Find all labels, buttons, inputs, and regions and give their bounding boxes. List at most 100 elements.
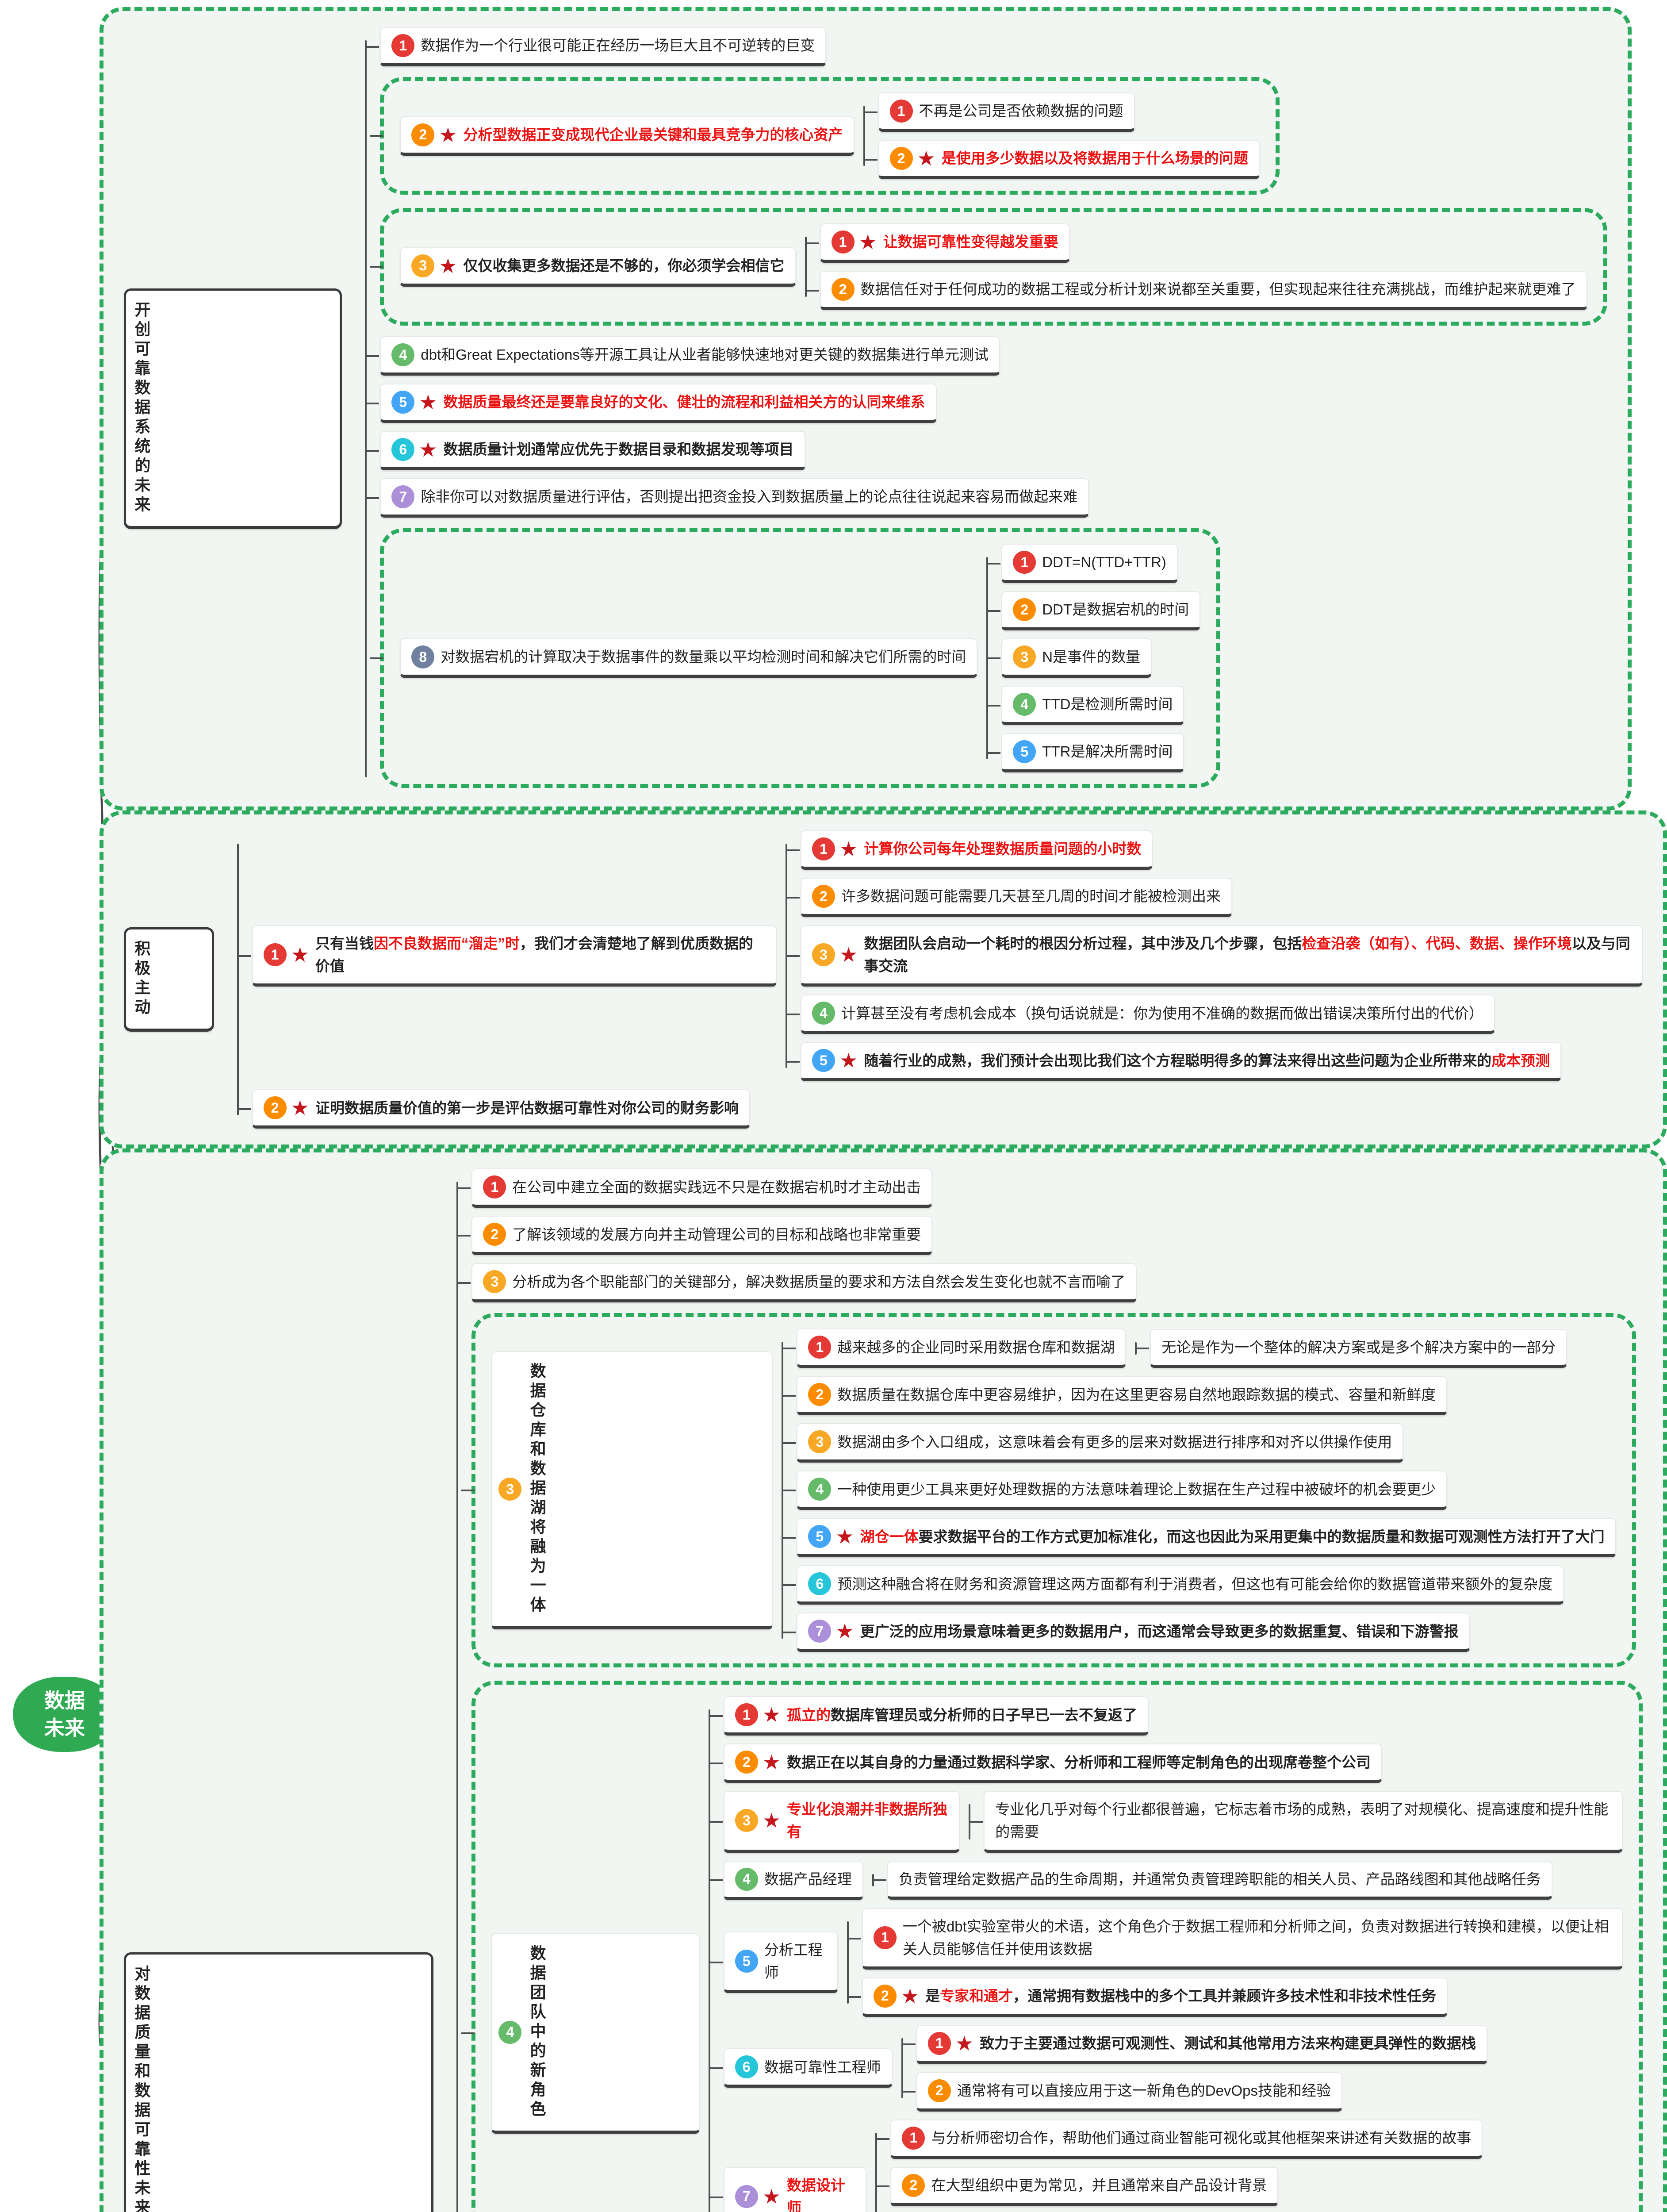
number-badge: 1 [391, 34, 415, 57]
branch-label-text: 对数据质量和数据可靠性未来的预测 [132, 1965, 151, 2212]
node-row: 5★湖仓一体要求数据平台的工作方式更加标准化，而这也因此为采用更集中的数据质量和… [782, 1518, 1616, 1558]
node-box: 1★致力于主要通过数据可观测性、测试和其他常用方法来构建更具弹性的数据栈 [916, 2024, 1488, 2064]
number-badge: 4 [391, 343, 415, 366]
node-text: 让数据可靠性变得越发重要 [883, 234, 1058, 250]
node-text: 致力于主要通过数据可观测性、测试和其他常用方法来构建更具弹性的数据栈 [980, 2035, 1476, 2052]
node-row: 3★专业化浪潮并非数据所独有专业化几乎对每个行业都很普遍，它标志着市场的成熟，表… [709, 1791, 1623, 1853]
star-icon: ★ [419, 391, 437, 414]
node-text: 数据质量最终还是要靠良好的文化、健壮的流程和利益相关方的认同来维系 [443, 394, 925, 411]
node-box: 1★只有当钱因不良数据而“溜走”时，我们才会清楚地了解到优质数据的价值 [252, 925, 777, 987]
node-row: 无论是作为一个整体的解决方案或是多个解决方案中的一部分 [1136, 1329, 1567, 1368]
node-box: 1 数据作为一个行业很可能正在经历一场巨大且不可逆转的巨变 [380, 27, 827, 66]
star-icon: ★ [762, 1809, 781, 1832]
node-box: 1★让数据可靠性变得越发重要 [820, 223, 1070, 263]
node-text: 专业化浪潮并非数据所独有 [787, 1801, 948, 1840]
star-icon: ★ [901, 1984, 920, 2008]
number-badge: 2 [735, 1751, 758, 1774]
node-box: 2★证明数据质量价值的第一步是评估数据可靠性对你公司的财务影响 [252, 1089, 750, 1129]
node-row: 3★数据团队会启动一个耗时的根因分析过程，其中涉及几个步骤，包括检查沿袭（如有）… [786, 925, 1643, 987]
star-icon: ★ [419, 438, 437, 461]
node-box: 7★数据设计师 [723, 2166, 867, 2212]
star-icon: ★ [439, 123, 457, 146]
number-badge: 6 [808, 1572, 832, 1596]
number-badge: 2 [927, 2079, 951, 2102]
number-badge: 5 [1013, 740, 1036, 763]
node-box: 3★专业化浪潮并非数据所独有 [723, 1791, 960, 1853]
number-badge: 2 [902, 2174, 925, 2197]
node-row: 6★数据质量计划通常应优先于数据目录和数据发现等项目 [366, 431, 805, 470]
node-row: 1 数据作为一个行业很可能正在经历一场巨大且不可逆转的巨变 [366, 27, 827, 66]
node-box: 5★随着行业的成熟，我们预计会出现比我们这个方程聪明得多的算法来得出这些问题为企… [800, 1042, 1562, 1082]
number-badge: 5 [391, 391, 415, 414]
node-row: 2★数据正在以其自身的力量通过数据科学家、分析师和工程师等定制角色的出现席卷整个… [709, 1743, 1383, 1783]
node-text: 专业化几乎对每个行业都很普遍，它标志着市场的成熟，表明了对规模化、提高速度和提升… [995, 1801, 1609, 1840]
number-badge: 2 [808, 1383, 832, 1406]
number-badge: 7 [735, 2185, 758, 2208]
node-text: 数据正在以其自身的力量通过数据科学家、分析师和工程师等定制角色的出现席卷整个公司 [787, 1754, 1371, 1770]
number-badge: 5 [808, 1525, 832, 1548]
node-text: 数据仓库和数据湖将融为一体 [528, 1363, 546, 1616]
number-badge: 4 [808, 1478, 832, 1501]
node-text: 一个被dbt实验室带火的术语，这个角色介于数据工程师和分析师之间，负责对数据进行… [902, 1918, 1609, 1957]
star-icon: ★ [835, 1620, 854, 1643]
node-text: dbt和Great Expectations等开源工具让从业者能够快速地对更关键… [421, 346, 989, 363]
number-badge: 1 [902, 2126, 925, 2150]
node-text: TTR是解决所需时间 [1042, 743, 1173, 760]
node-text: 只有当钱因不良数据而“溜走”时，我们才会清楚地了解到优质数据的价值 [315, 935, 753, 975]
node-row: 1★计算你公司每年处理数据质量问题的小时数 [786, 830, 1153, 870]
node-box: 1★计算你公司每年处理数据质量问题的小时数 [800, 830, 1153, 870]
branch-label: 对数据质量和数据可靠性未来的预测 [124, 1952, 434, 2212]
number-badge: 2 [411, 123, 435, 146]
node-text: 分析型数据正变成现代企业最关键和最具竞争力的核心资产 [463, 126, 843, 143]
number-badge: 3 [411, 254, 435, 277]
star-icon: ★ [762, 2185, 781, 2208]
branch-label-text: 积极主动 [132, 940, 151, 1018]
node-text: 数据作为一个行业很可能正在经历一场巨大且不可逆转的巨变 [421, 37, 815, 54]
node-box: 5★湖仓一体要求数据平台的工作方式更加标准化，而这也因此为采用更集中的数据质量和… [797, 1518, 1616, 1558]
node-text: 不再是公司是否依赖数据的问题 [919, 103, 1123, 119]
node-box: 专业化几乎对每个行业都很普遍，它标志着市场的成熟，表明了对规模化、提高速度和提升… [984, 1791, 1623, 1853]
node-text: 计算甚至没有考虑机会成本（换句话说就是：你为使用不准确的数据而做出错误决策所付出… [841, 1005, 1483, 1022]
star-icon: ★ [839, 837, 858, 860]
node-text: 在大型组织中更为常见，并且通常来自产品设计背景 [931, 2177, 1267, 2194]
node-text: 数据质量计划通常应优先于数据目录和数据发现等项目 [443, 441, 794, 458]
node-text: 证明数据质量价值的第一步是评估数据可靠性对你公司的财务影响 [315, 1099, 739, 1116]
star-icon: ★ [835, 1525, 854, 1548]
node-box: 6★数据质量计划通常应优先于数据目录和数据发现等项目 [380, 431, 805, 470]
star-icon: ★ [291, 943, 309, 967]
